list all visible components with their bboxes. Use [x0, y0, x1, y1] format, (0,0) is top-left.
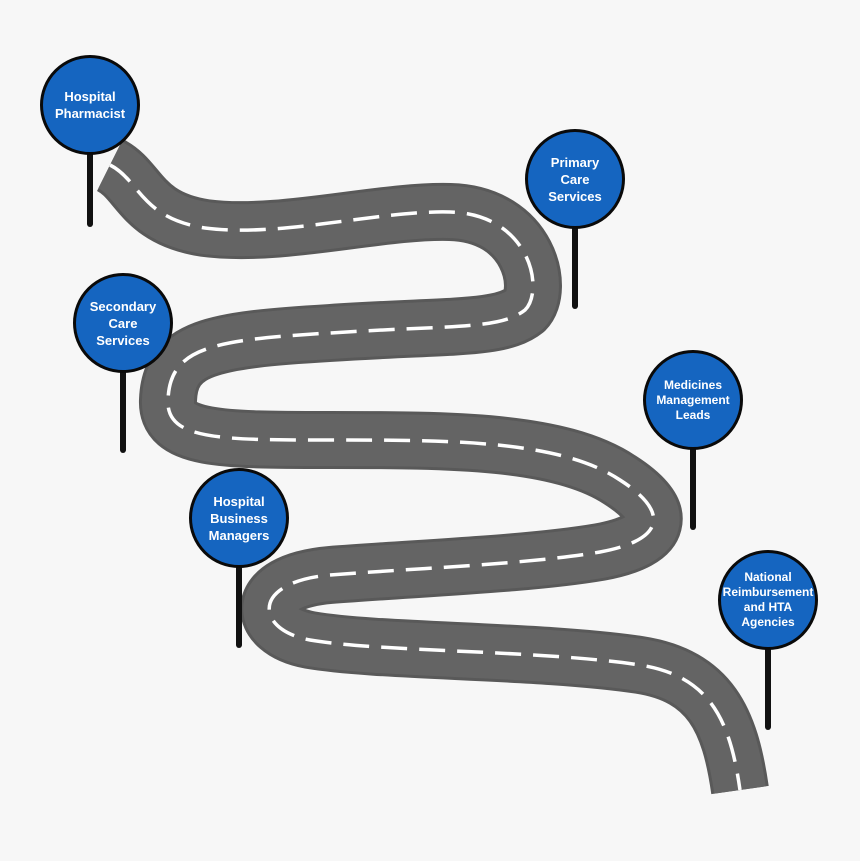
pin-label-primary-care-services: Primary Care Services — [548, 154, 602, 204]
pin-head: Secondary Care Services — [73, 273, 173, 373]
pin-head: Primary Care Services — [525, 129, 625, 229]
pin-stick — [690, 442, 696, 530]
pin-stick — [120, 365, 126, 453]
pin-label-hospital-pharmacist: Hospital Pharmacist — [54, 89, 126, 121]
pin-head: Hospital Pharmacist — [40, 55, 140, 155]
pin-label-national-reimbursement-hta: National Reimbursement and HTA Agencies — [722, 570, 814, 629]
pin-label-hospital-business-managers: Hospital Business Managers — [208, 493, 270, 543]
pin-stick — [572, 221, 578, 309]
pin-label-medicines-management-leads: Medicines Management Leads — [656, 377, 730, 422]
pin-head: Medicines Management Leads — [643, 350, 743, 450]
pin-stick — [765, 642, 771, 730]
pin-head: Hospital Business Managers — [189, 468, 289, 568]
pin-stick — [236, 560, 242, 648]
pin-head: National Reimbursement and HTA Agencies — [718, 550, 818, 650]
pin-label-secondary-care-services: Secondary Care Services — [89, 298, 157, 348]
pin-stick — [87, 145, 93, 227]
lane-marking — [109, 163, 742, 791]
road-surface — [96, 141, 766, 794]
